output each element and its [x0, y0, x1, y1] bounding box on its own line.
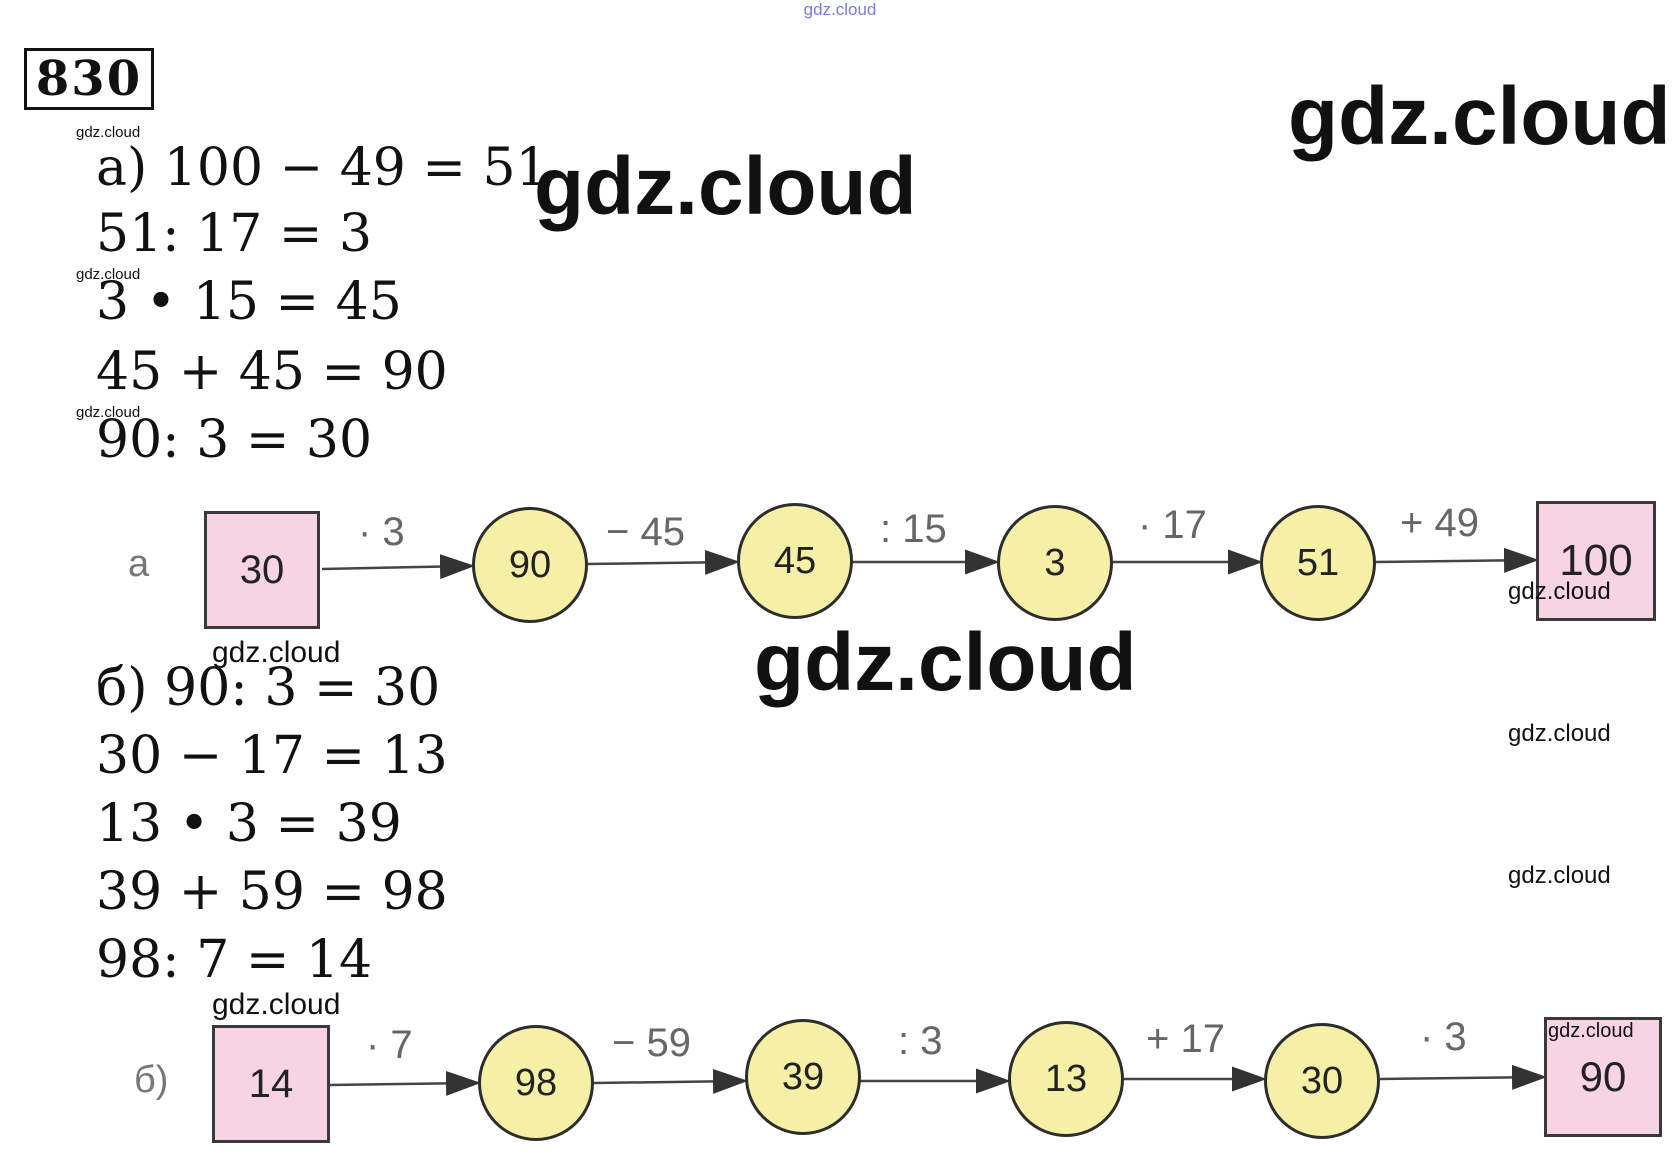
equation-a-2: 51: 17 = 3 — [96, 204, 373, 264]
watermark-small: gdz.cloud — [76, 266, 141, 283]
chain-b-op-4: + 17 — [1146, 1017, 1225, 1061]
watermark-large: gdz.cloud — [534, 141, 917, 232]
chain-a-circle-3: 3 — [997, 505, 1113, 621]
chain-a-circle-4: 51 — [1260, 505, 1376, 621]
chain-a-op-3: : 15 — [880, 507, 947, 551]
chain-a-op-5: + 49 — [1400, 501, 1479, 545]
watermark-large: gdz.cloud — [754, 617, 1137, 708]
chain-b-op-3: : 3 — [898, 1019, 943, 1063]
chain-b-end-box: 90 — [1544, 1017, 1662, 1137]
equation-a-4: 45 + 45 = 90 — [96, 342, 448, 402]
chain-a: а 30 · 3 90 − 45 45 : 15 3 · 17 51 + 49 … — [0, 495, 1680, 635]
chain-a-arrows — [321, 547, 1539, 580]
watermark-medium: gdz.cloud — [212, 988, 341, 1021]
watermark-medium: gdz.cloud — [212, 636, 341, 669]
chain-b-op-2: − 59 — [612, 1021, 691, 1065]
chain-b-circle-1: 98 — [478, 1025, 594, 1141]
equation-b-1: б) 90: 3 = 30 — [96, 658, 441, 718]
watermark-large: gdz.cloud — [1288, 71, 1671, 162]
chain-b-circle-4: 30 — [1264, 1023, 1380, 1139]
equation-b-5: 98: 7 = 14 — [96, 930, 373, 990]
task-number: 830 — [24, 48, 154, 110]
watermark-small: gdz.cloud — [76, 124, 141, 141]
chain-b: б) 14 · 7 98 − 59 39 : 3 13 + 17 30 · 3 … — [0, 1005, 1680, 1145]
chain-a-op-4: · 17 — [1138, 503, 1207, 547]
chain-a-label: а — [128, 543, 150, 585]
equation-a-3: 3 • 15 = 45 — [96, 272, 402, 332]
chain-a-op-2: − 45 — [606, 510, 685, 554]
chain-b-circle-2: 39 — [745, 1019, 861, 1135]
watermark-small: gdz.cloud — [1548, 1020, 1634, 1042]
top-watermark: gdz.cloud — [803, 0, 877, 19]
watermark-medium: gdz.cloud — [1508, 720, 1611, 747]
equation-a-5: 90: 3 = 30 — [96, 410, 373, 470]
chain-a-circle-1: 90 — [472, 507, 588, 623]
chain-a-op-1: · 3 — [358, 510, 405, 554]
chain-b-arrows — [329, 1064, 1547, 1096]
watermark-medium: gdz.cloud — [1508, 578, 1611, 605]
chain-b-circle-3: 13 — [1008, 1021, 1124, 1137]
equation-b-4: 39 + 59 = 98 — [96, 862, 448, 922]
chain-a-circle-2: 45 — [737, 503, 853, 619]
watermark-medium: gdz.cloud — [1508, 862, 1611, 889]
chain-b-start-box: 14 — [212, 1025, 330, 1143]
chain-b-label: б) — [134, 1059, 169, 1101]
equation-b-3: 13 • 3 = 39 — [96, 794, 402, 854]
chain-b-op-1: · 7 — [366, 1023, 413, 1067]
watermark-small: gdz.cloud — [76, 404, 141, 421]
chain-a-start-box: 30 — [204, 511, 320, 629]
equation-a-1: а) 100 − 49 = 51 — [96, 138, 549, 198]
chain-b-op-5: · 3 — [1420, 1015, 1467, 1059]
equation-b-2: 30 − 17 = 13 — [96, 726, 448, 786]
chain-a-end-box: 100 — [1536, 501, 1656, 621]
